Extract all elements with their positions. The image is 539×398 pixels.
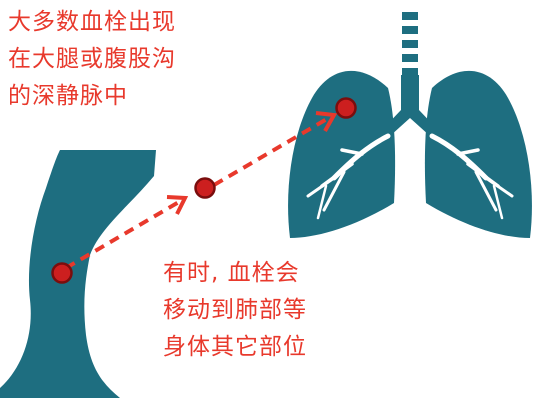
trachea-ring xyxy=(402,68,418,75)
caption-line: 大多数血栓出现 xyxy=(8,9,176,35)
caption-line: 在大腿或腹股沟 xyxy=(8,46,176,72)
caption-line: 身体其它部位 xyxy=(163,334,307,360)
arrowhead-mid-to-lung xyxy=(315,111,338,132)
left-bronchial-tree xyxy=(306,133,391,220)
caption-clot-travel: 有时, 血栓会 移动到肺部等 身体其它部位 xyxy=(163,255,307,366)
clot-dot-icon xyxy=(51,262,73,284)
clot-dot-icon xyxy=(194,177,216,199)
arrow-shaft-leg-to-mid xyxy=(64,197,186,270)
bronchus xyxy=(382,75,438,136)
leg-icon xyxy=(0,150,156,398)
left-lung xyxy=(288,70,396,238)
lungs-icon xyxy=(288,12,532,238)
caption-line: 移动到肺部等 xyxy=(163,297,307,323)
caption-line: 有时, 血栓会 xyxy=(163,260,300,286)
right-bronchial-tree xyxy=(429,133,514,220)
clot-dot-icon xyxy=(335,97,357,119)
trachea-ring xyxy=(402,40,418,48)
right-lung xyxy=(424,70,532,238)
caption-line: 的深静脉中 xyxy=(8,83,128,109)
trachea-ring xyxy=(402,26,418,34)
arrowhead-leg-to-mid xyxy=(166,195,189,215)
dashed-arrow-icon xyxy=(64,111,338,270)
trachea-ring xyxy=(402,54,418,62)
arrow-shaft-mid-to-lung xyxy=(212,114,334,187)
trachea-ring xyxy=(402,12,418,20)
caption-dvt-origin: 大多数血栓出现 在大腿或腹股沟 的深静脉中 xyxy=(8,4,176,115)
